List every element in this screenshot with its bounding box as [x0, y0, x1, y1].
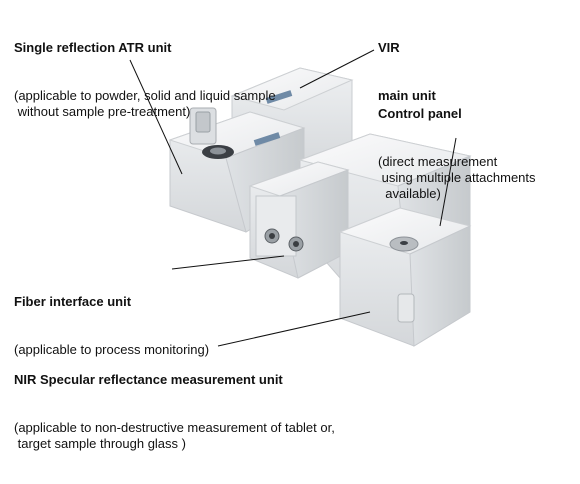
nir-description: (applicable to non-destructive measureme… — [14, 420, 335, 451]
nir-specular-unit — [338, 207, 472, 347]
fiber-title: Fiber interface unit — [14, 294, 132, 309]
label-atr-unit: Single reflection ATR unit (applicable t… — [14, 8, 276, 152]
leader-atr — [129, 59, 183, 175]
nir-title: NIR Specular reflectance measurement uni… — [14, 372, 283, 387]
leader-vir — [299, 49, 375, 89]
control-description: (direct measurement using multiple attac… — [378, 154, 536, 201]
fiber-description: (applicable to process monitoring) — [14, 342, 210, 357]
label-fiber-interface: Fiber interface unit (applicable to proc… — [14, 262, 209, 390]
leader-lines — [129, 49, 457, 347]
diagram-stage: Single reflection ATR unit (applicable t… — [14, 8, 536, 451]
leader-nir — [217, 311, 371, 347]
leader-fiber — [171, 255, 285, 270]
control-title: Control panel — [378, 106, 462, 121]
fiber-interface-unit — [248, 161, 350, 279]
label-nir-specular: NIR Specular reflectance measurement uni… — [14, 340, 335, 484]
atr-title: Single reflection ATR unit — [14, 40, 172, 55]
vir-display-window — [265, 90, 293, 104]
atr-description: (applicable to powder, solid and liquid … — [14, 88, 276, 119]
leader-control — [439, 137, 457, 227]
vir-title: VIR — [378, 40, 400, 55]
instrument-illustration — [129, 49, 472, 347]
nir-door-handle — [397, 293, 415, 323]
label-vir-main-unit: VIR main unit — [378, 8, 436, 136]
vir-description: main unit — [378, 88, 436, 103]
label-control-panel: Control panel (direct measurement using … — [378, 74, 536, 234]
